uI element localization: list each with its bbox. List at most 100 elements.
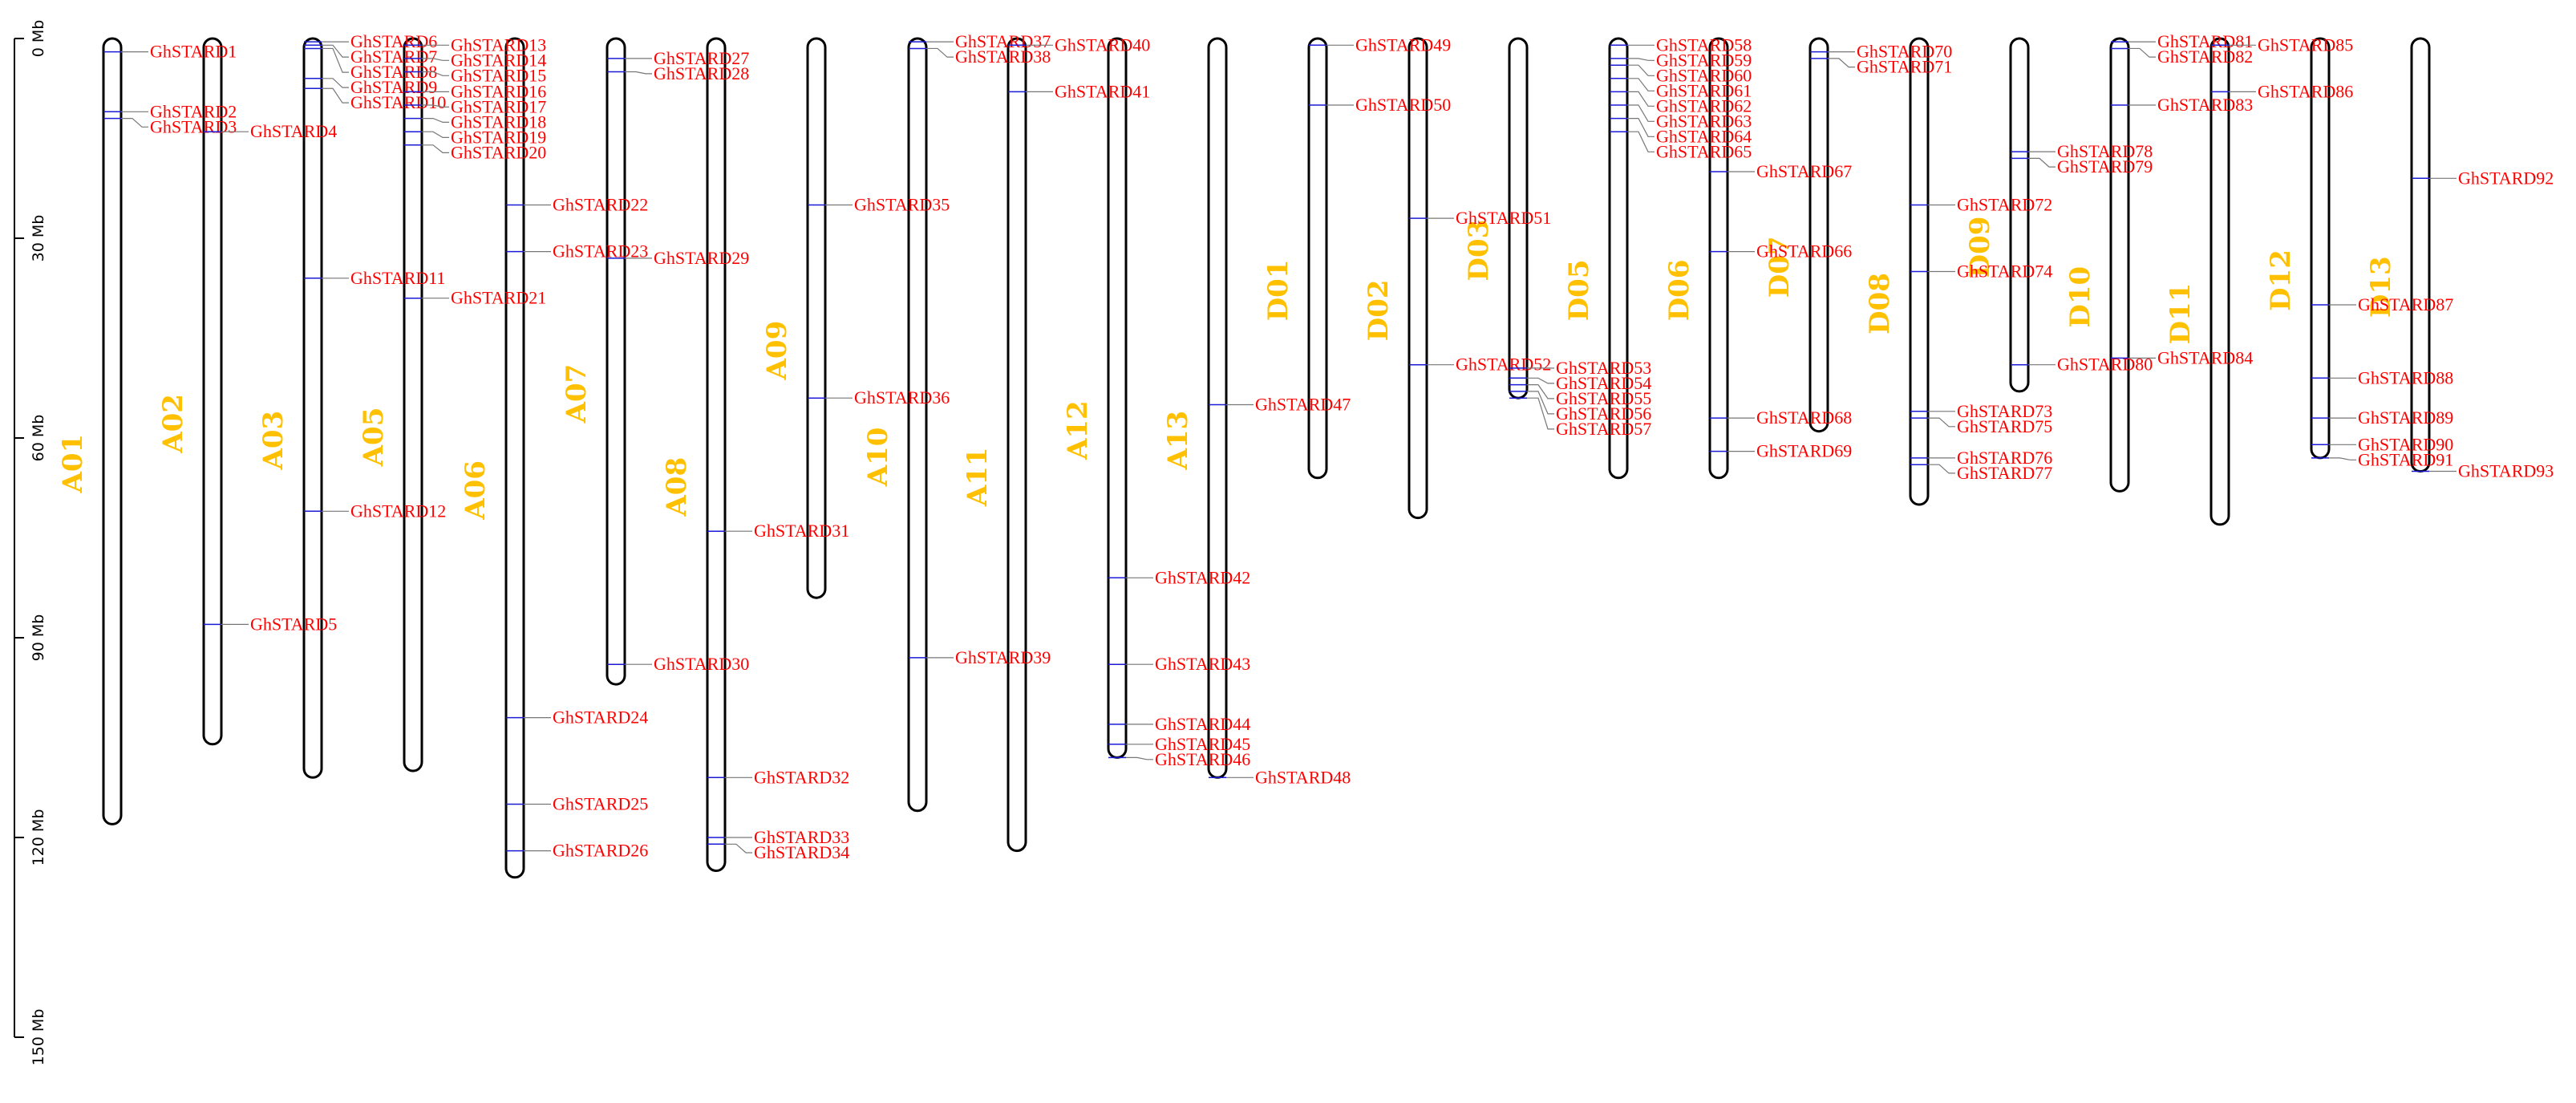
gene-label: GhSTARD86 xyxy=(2258,81,2353,101)
gene-label: GhSTARD85 xyxy=(2258,34,2353,55)
gene-label: GhSTARD60 xyxy=(1656,65,1752,85)
gene-label: GhSTARD87 xyxy=(2358,294,2453,314)
gene-leader xyxy=(1627,78,1655,91)
chromosome-a03 xyxy=(302,37,323,779)
gene-label: GhSTARD7 xyxy=(350,47,437,67)
gene-label: GhSTARD36 xyxy=(854,387,950,408)
chromosome-label: A03 xyxy=(257,411,290,471)
gene-label: GhSTARD22 xyxy=(553,195,648,215)
gene-label: GhSTARD46 xyxy=(1155,749,1250,769)
gene-leader xyxy=(121,118,148,128)
chromosome-label: D08 xyxy=(1864,273,1896,335)
gene-label: GhSTARD62 xyxy=(1656,95,1752,116)
gene-leader xyxy=(725,843,752,854)
gene-label: GhSTARD49 xyxy=(1355,34,1451,55)
gene-label: GhSTARD59 xyxy=(1656,50,1752,70)
gene-leader xyxy=(1627,131,1655,152)
gene-label: GhSTARD74 xyxy=(1957,262,2052,282)
chromosome-d07 xyxy=(1808,37,1829,433)
gene-label: GhSTARD66 xyxy=(1756,241,1852,262)
chromosome-d02 xyxy=(1407,37,1428,520)
gene-leader xyxy=(1627,64,1655,76)
chromosome-label: D05 xyxy=(1563,259,1595,321)
gene-label: GhSTARD58 xyxy=(1656,34,1752,55)
gene-label: GhSTARD17 xyxy=(451,96,546,116)
chromosome-d01 xyxy=(1307,37,1328,480)
gene-label: GhSTARD54 xyxy=(1556,373,1651,393)
gene-label: GhSTARD16 xyxy=(451,81,546,101)
gene-label: GhSTARD35 xyxy=(854,195,950,215)
gene-leader xyxy=(422,58,449,61)
gene-label: GhSTARD3 xyxy=(150,116,237,136)
gene-leader xyxy=(1928,417,1955,428)
axis-tick-label: 120 Mb xyxy=(30,809,47,866)
gene-label: GhSTARD40 xyxy=(1055,34,1150,55)
gene-label: GhSTARD38 xyxy=(955,47,1051,67)
gene-label: GhSTARD13 xyxy=(451,34,546,55)
gene-label: GhSTARD52 xyxy=(1456,355,1551,375)
gene-label: GhSTARD71 xyxy=(1857,57,1952,77)
chromosome-d06 xyxy=(1708,37,1729,480)
gene-label: GhSTARD28 xyxy=(654,63,749,83)
gene-label: GhSTARD82 xyxy=(2157,47,2253,67)
gene-label: GhSTARD19 xyxy=(451,127,546,147)
gene-leader xyxy=(1627,91,1655,107)
gene-label: GhSTARD92 xyxy=(2458,168,2554,188)
chromosome-label: A09 xyxy=(761,321,793,381)
axis-tick-label: 60 Mb xyxy=(30,415,47,462)
gene-label: GhSTARD47 xyxy=(1255,395,1351,415)
gene-label: GhSTARD55 xyxy=(1556,388,1651,408)
gene-leader xyxy=(322,87,349,103)
chromosome-label: D01 xyxy=(1262,259,1294,321)
chromosome-d12 xyxy=(2310,37,2331,460)
gene-label: GhSTARD2 xyxy=(150,101,237,121)
chromosome-a09 xyxy=(806,37,827,599)
gene-label: GhSTARD10 xyxy=(350,92,446,112)
gene-leader xyxy=(422,131,449,138)
gene-label: GhSTARD25 xyxy=(553,794,648,814)
gene-label: GhSTARD11 xyxy=(350,268,445,288)
gene-label: GhSTARD65 xyxy=(1656,141,1752,161)
gene-label: GhSTARD4 xyxy=(250,121,337,141)
gene-label: GhSTARD45 xyxy=(1155,734,1250,754)
gene-leader xyxy=(1527,397,1554,430)
gene-leader xyxy=(1627,58,1655,61)
gene-leader xyxy=(422,71,449,76)
gene-label: GhSTARD33 xyxy=(754,827,849,847)
gene-label: GhSTARD83 xyxy=(2157,95,2253,115)
axis-tick-label: 90 Mb xyxy=(30,614,47,662)
gene-label: GhSTARD5 xyxy=(250,614,337,634)
gene-leader xyxy=(1126,756,1153,760)
chromosome-label: A07 xyxy=(561,364,593,424)
chromosome-a07 xyxy=(606,37,626,686)
chromosome-a02 xyxy=(202,37,223,746)
gene-leader xyxy=(1527,384,1554,399)
chromosome-d09 xyxy=(2009,37,2030,393)
gene-leader xyxy=(2028,157,2056,168)
gene-label: GhSTARD76 xyxy=(1957,448,2052,468)
chromosome-label: D09 xyxy=(1964,217,1996,278)
chromosome-label: D06 xyxy=(1663,259,1695,321)
gene-label: GhSTARD12 xyxy=(350,501,446,521)
gene-label: GhSTARD88 xyxy=(2358,367,2453,387)
gene-label: GhSTARD77 xyxy=(1957,463,2052,483)
chromosome-label: D12 xyxy=(2265,249,2297,311)
gene-label: GhSTARD18 xyxy=(451,112,546,132)
gene-leader xyxy=(625,71,652,75)
chromosome-label: A08 xyxy=(661,457,693,517)
gene-label: GhSTARD90 xyxy=(2358,434,2453,454)
gene-label: GhSTARD43 xyxy=(1155,654,1250,674)
gene-label: GhSTARD48 xyxy=(1255,767,1351,787)
gene-label: GhSTARD24 xyxy=(553,708,648,728)
gene-label: GhSTARD21 xyxy=(451,288,546,308)
axis-tick-label: 0 Mb xyxy=(30,20,47,58)
chromosome-label: D11 xyxy=(2165,283,2197,345)
gene-label: GhSTARD1 xyxy=(150,42,237,62)
gene-leader xyxy=(1627,118,1655,137)
chromosome-label: A06 xyxy=(460,460,492,521)
chromosome-d05 xyxy=(1608,37,1629,480)
gene-label: GhSTARD44 xyxy=(1155,714,1250,734)
gene-label: GhSTARD70 xyxy=(1857,42,1952,62)
